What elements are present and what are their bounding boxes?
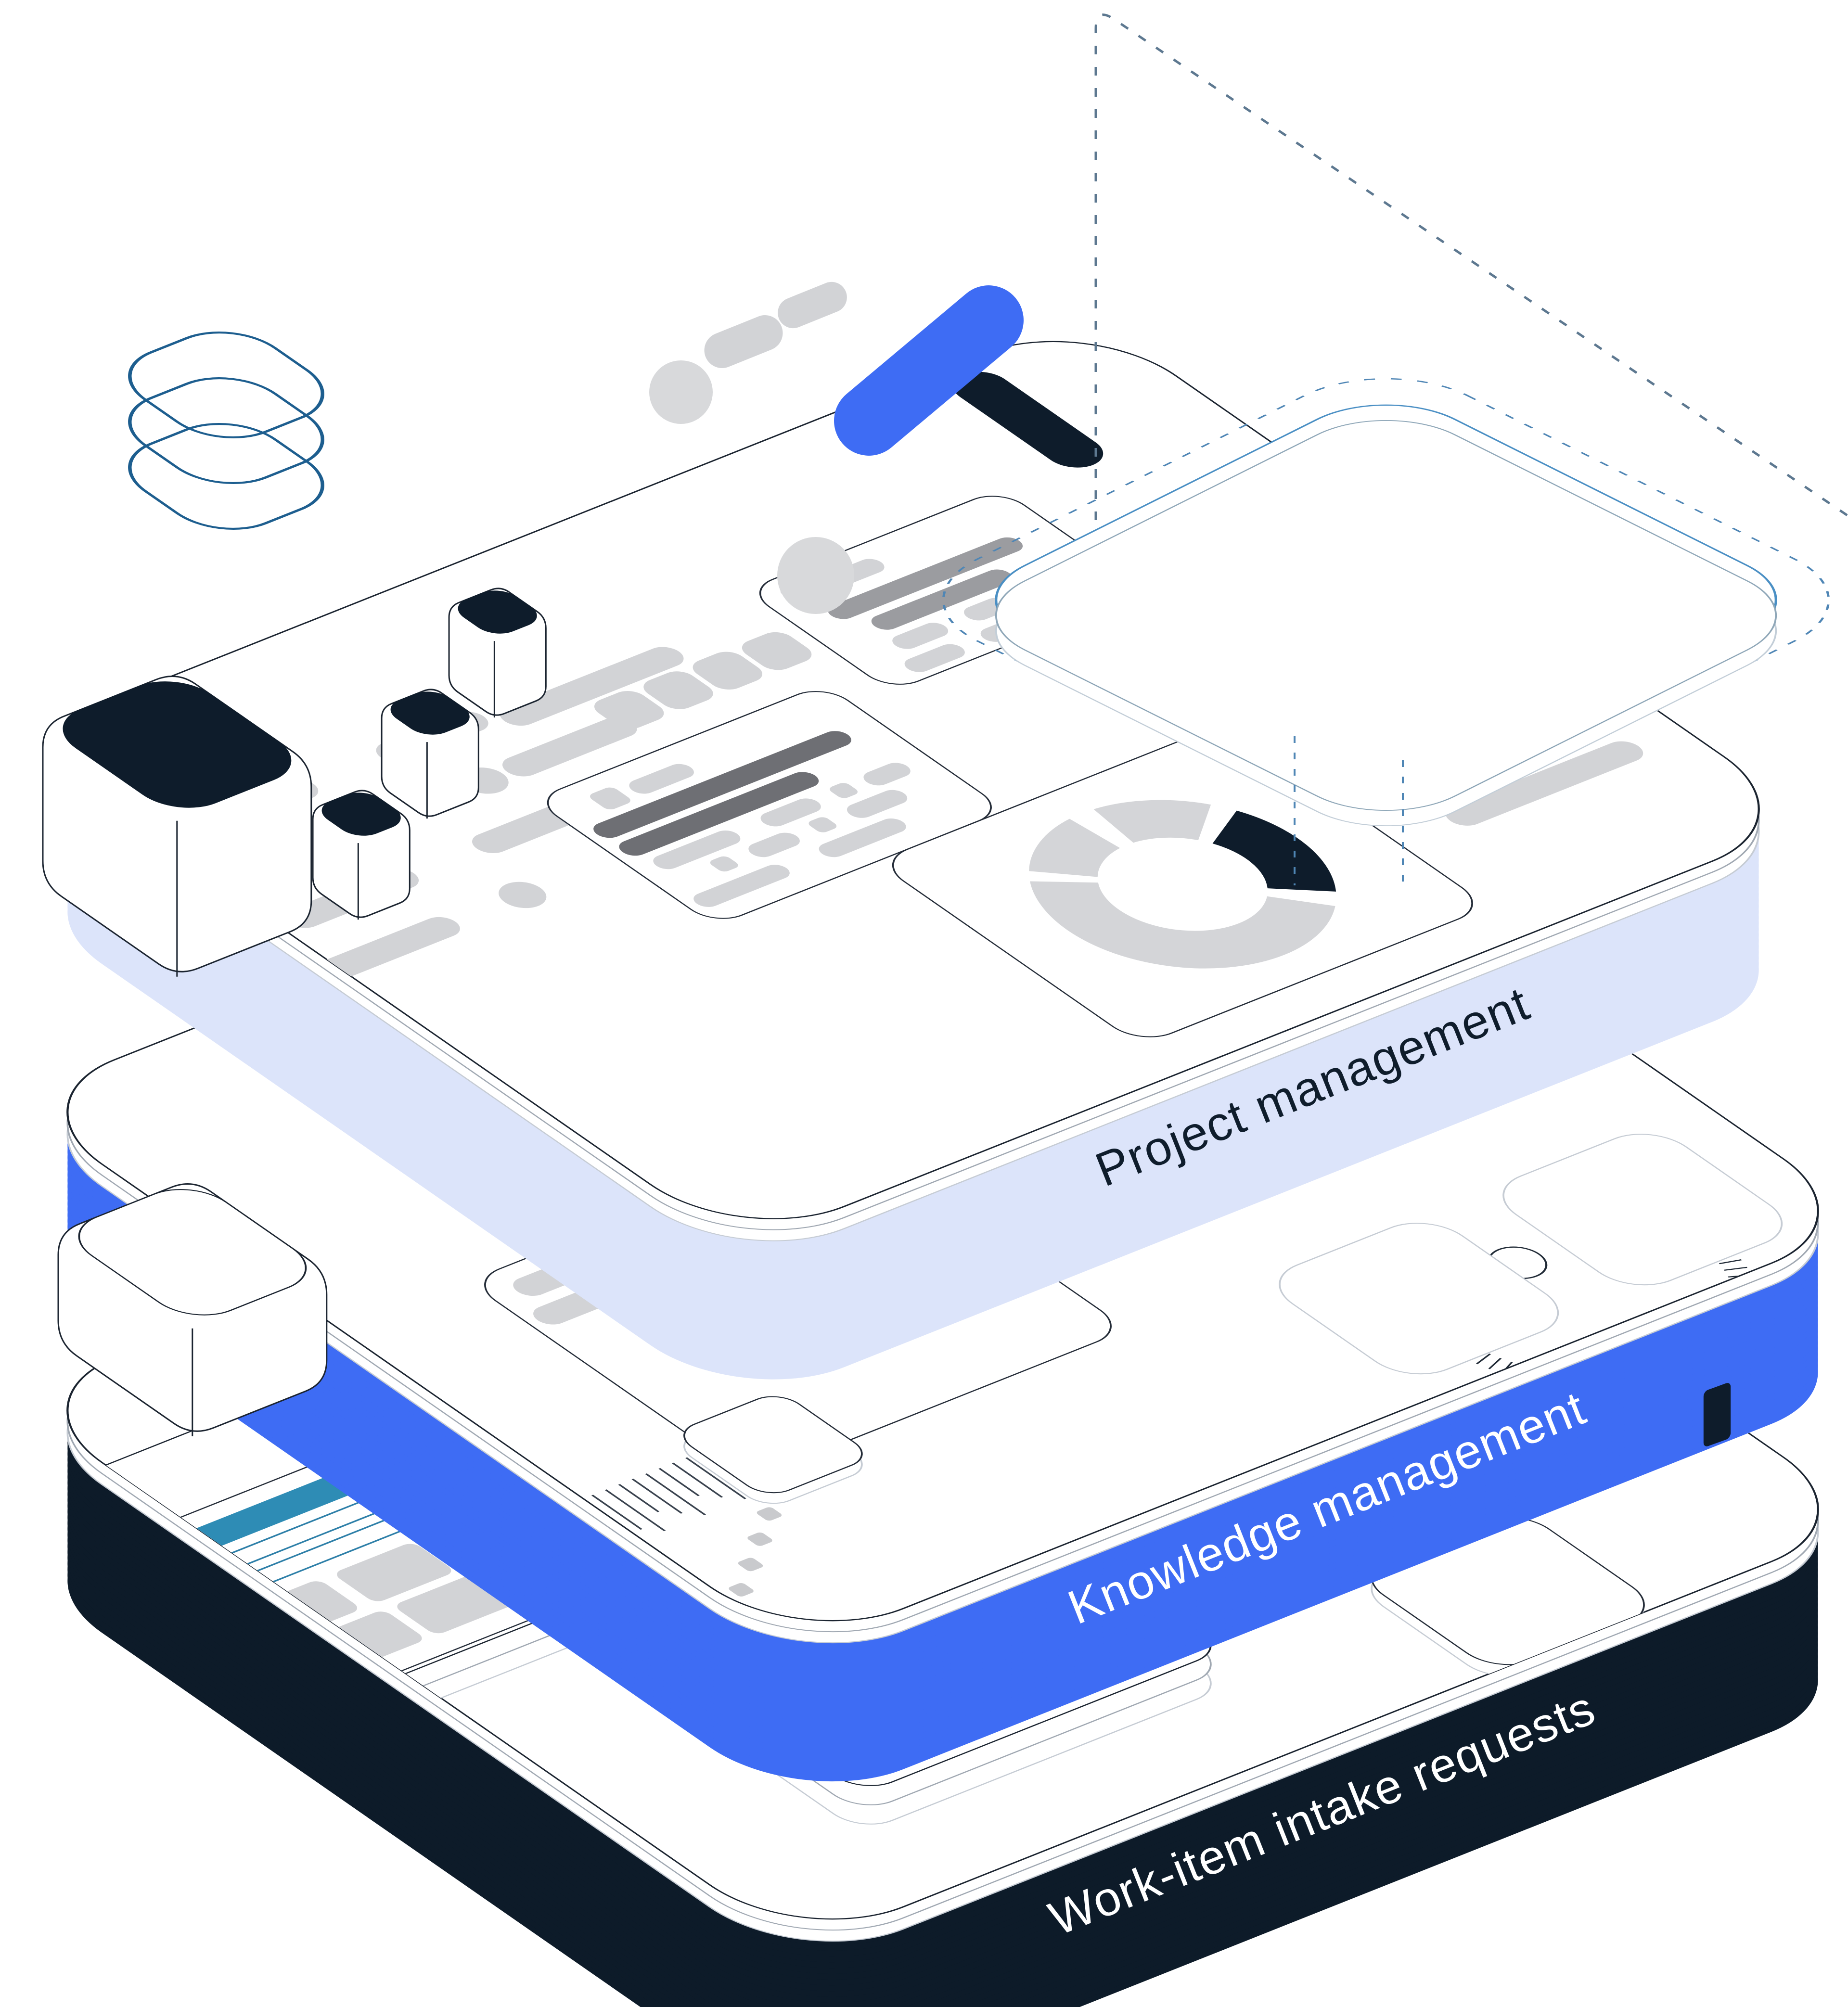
app-icon [643, 671, 713, 709]
dot-square [738, 1558, 763, 1572]
bar-pill [904, 644, 965, 672]
decorations [42, 13, 1848, 977]
bar-pill [653, 830, 741, 869]
bar-pill [760, 798, 821, 827]
rounded-tile [1204, 1955, 1432, 2007]
gray-pill-icon [704, 315, 783, 368]
donut-segment [1030, 881, 1335, 969]
cube-icon [448, 588, 547, 718]
bar-pill [847, 790, 908, 818]
donut-segment [1211, 810, 1336, 892]
floating-card-sheet [995, 420, 1777, 811]
bar-pill [397, 1576, 512, 1634]
dashed-triangle-icon [1094, 13, 1848, 647]
gray-dot-icon [777, 537, 854, 614]
gray-dot-icon [649, 360, 713, 424]
bar-pill [629, 764, 694, 794]
blue-pill-icon [834, 285, 1024, 456]
coil-rings-icon [128, 332, 324, 530]
list-dot [499, 882, 547, 908]
dark-box-icon [42, 675, 312, 977]
box-top [78, 1189, 307, 1316]
bar-pill [892, 623, 949, 649]
white-box-icon [57, 1183, 328, 1436]
bar-pill [693, 865, 790, 907]
bar-pill [500, 647, 684, 726]
donut-segment [1029, 818, 1121, 878]
cube-icon [312, 790, 411, 920]
bar-pill [828, 537, 1023, 619]
bar-pill [819, 818, 906, 857]
donut-segment [1093, 800, 1211, 843]
donut-chart [1029, 800, 1336, 969]
box-top [321, 793, 401, 836]
bar-pill [1445, 741, 1643, 826]
app-icon [742, 632, 812, 670]
dot-square [729, 1583, 754, 1597]
bar-pill [502, 717, 637, 777]
box-top [390, 691, 470, 735]
bar-pill [593, 731, 851, 838]
edge-connector-icon [1703, 1383, 1731, 1446]
bar-pill [316, 917, 460, 980]
notch-pill [952, 371, 1104, 468]
floating-card [942, 378, 1830, 827]
dot-square [747, 1532, 772, 1546]
box-top [63, 681, 292, 808]
dot-square [757, 1507, 782, 1521]
bar-pill [710, 856, 738, 872]
gray-pill-icon [778, 281, 847, 329]
bar-pill [619, 772, 819, 856]
box-top [458, 590, 537, 634]
dashed-drop-lines [1294, 736, 1404, 890]
bar-pill [871, 569, 1013, 630]
cube-icon [381, 689, 479, 819]
app-icon [693, 652, 762, 690]
bar-pill [337, 1544, 451, 1601]
bar-pill [863, 763, 911, 786]
bar-pill [590, 787, 630, 809]
small-panel [683, 1396, 863, 1494]
bar-pill [748, 832, 800, 857]
bar-pill [830, 783, 858, 798]
bar-pill [808, 817, 837, 832]
